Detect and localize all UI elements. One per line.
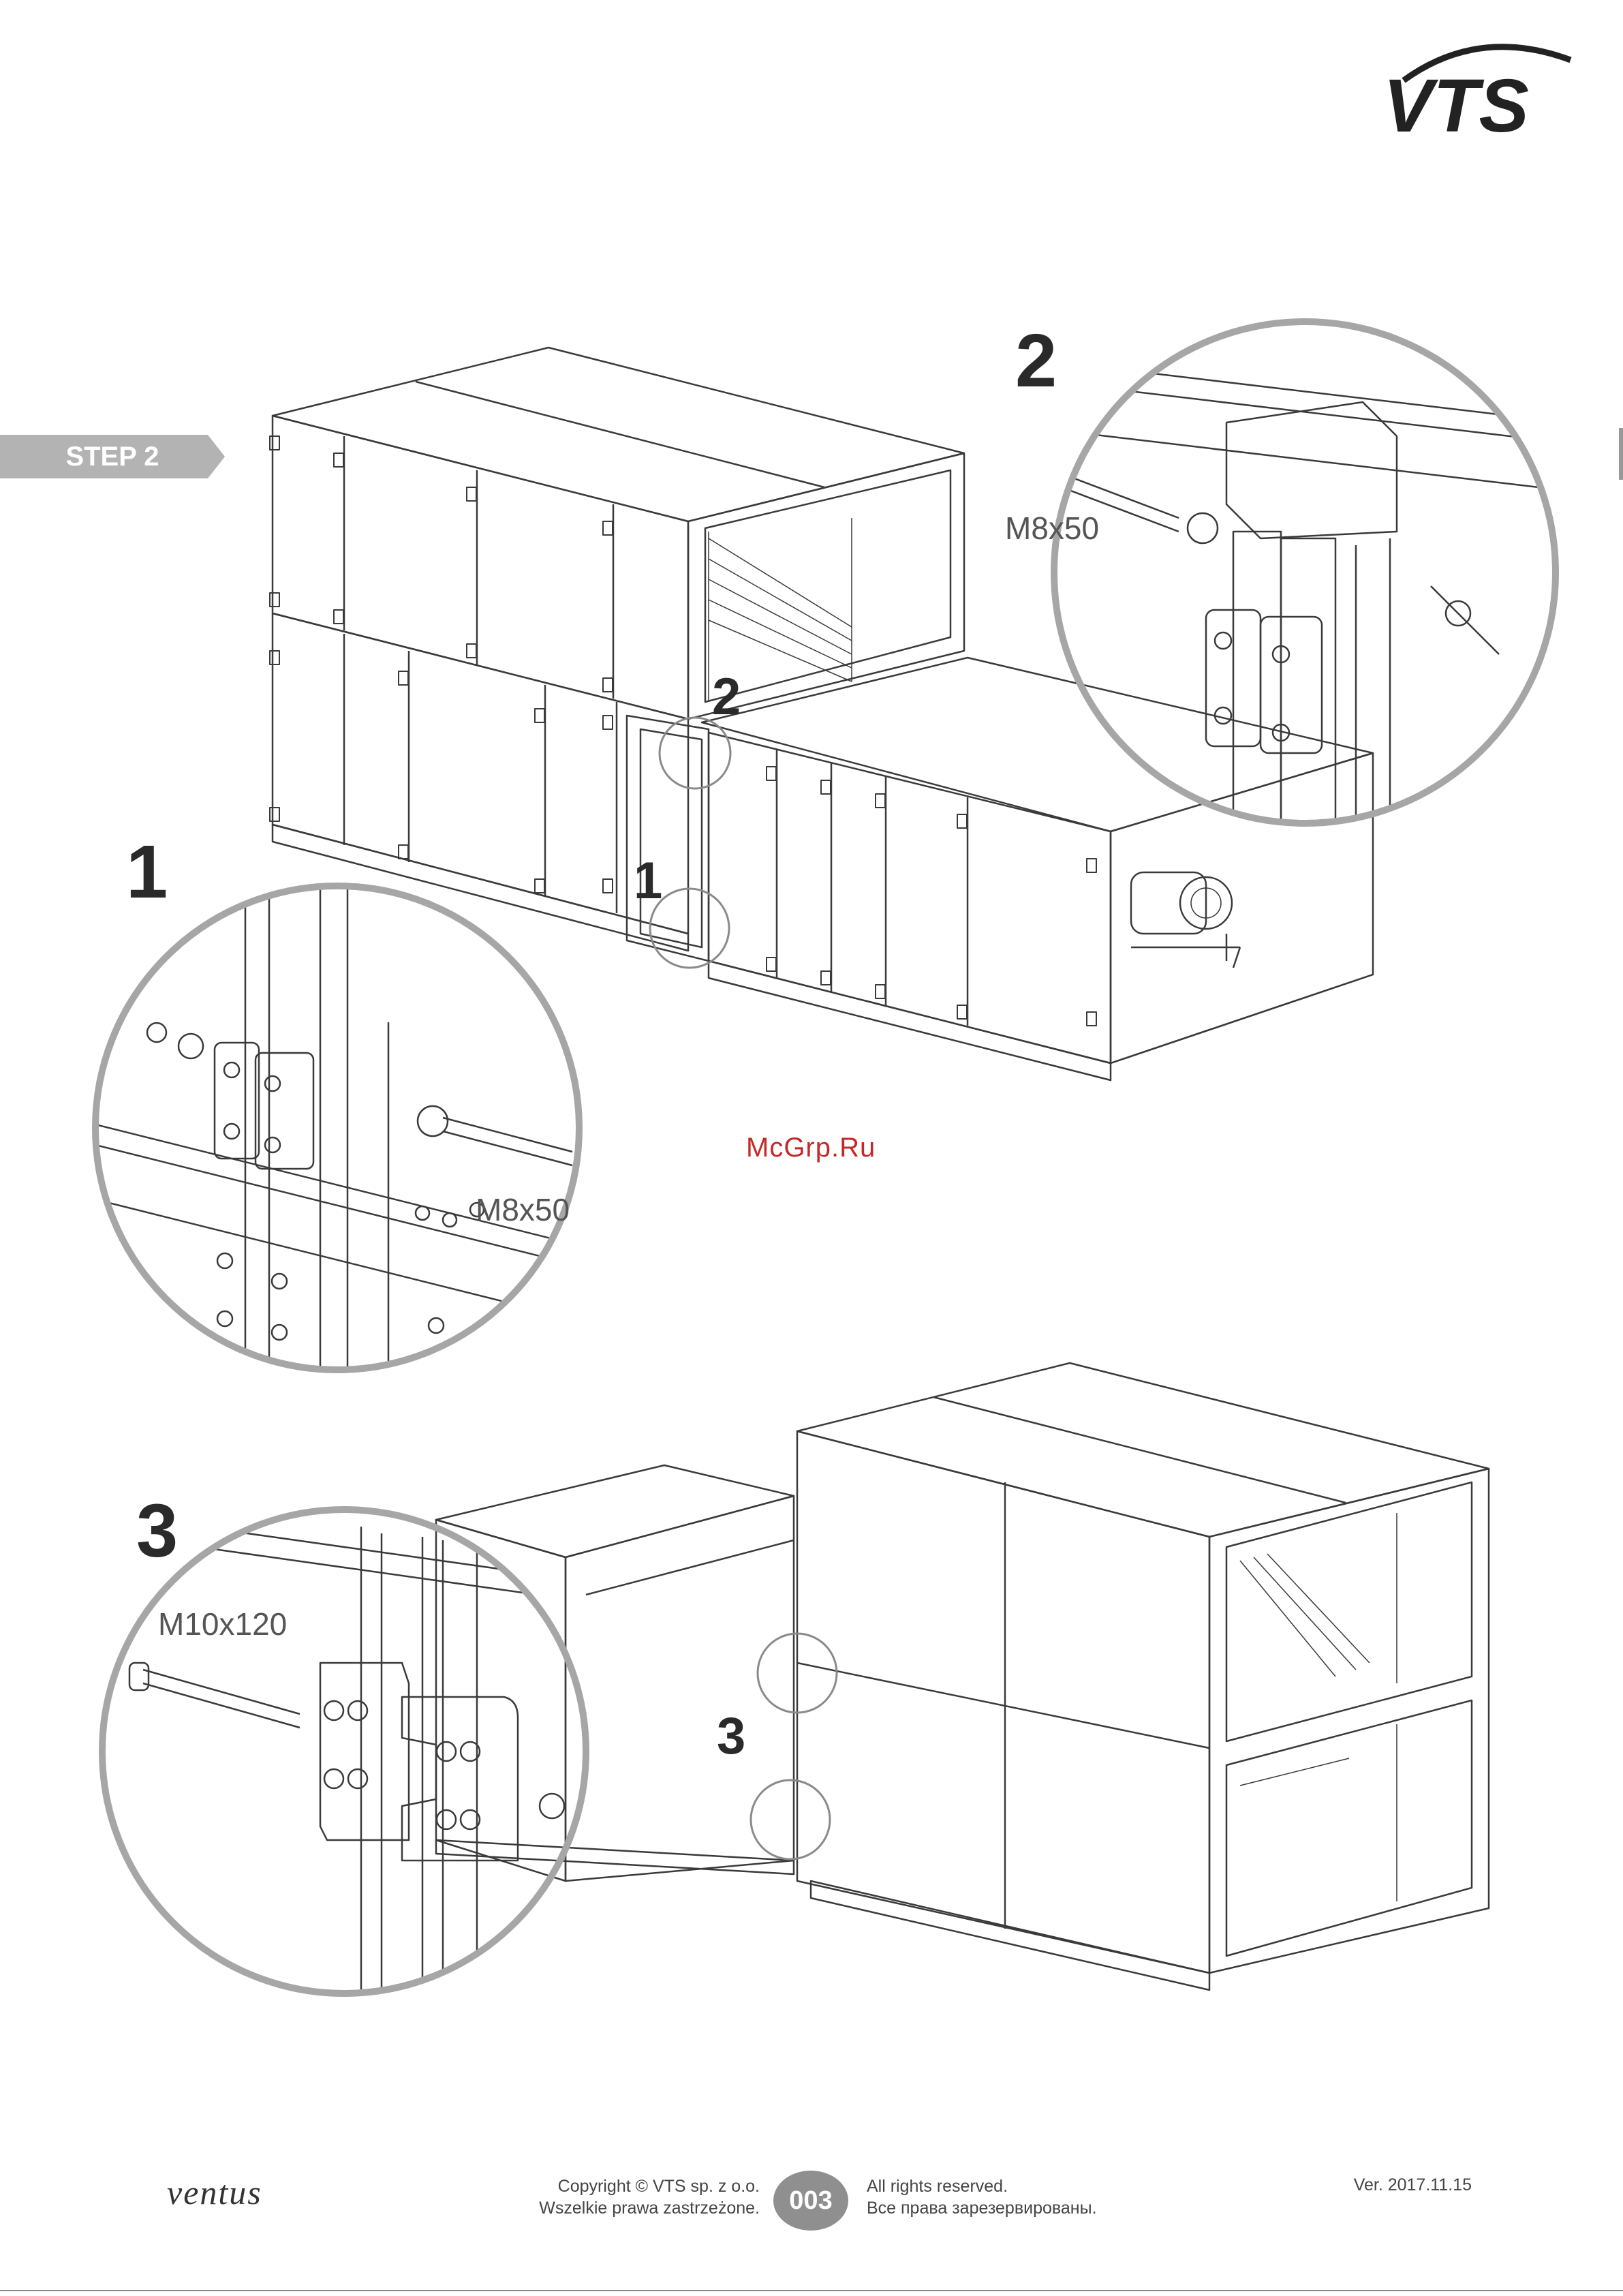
bottom-rule: [0, 2290, 1623, 2291]
detail-circle-3: [102, 1510, 586, 2004]
marker-2-number: 2: [712, 671, 741, 723]
detail-3-bolt-label: M10x120: [158, 1608, 287, 1640]
copyright-line-2: Wszelkie prawa zastrzeżone.: [477, 2197, 760, 2219]
rights-line-1: All rights reserved.: [867, 2175, 1180, 2197]
marker-1-number: 1: [634, 855, 662, 907]
detail-2-bolt-label: M8x50: [1005, 512, 1099, 544]
detail-circle-1: [95, 886, 586, 1377]
detail-circle-2: [1049, 322, 1567, 831]
rights-line-2: Все права зарезервированы.: [867, 2197, 1180, 2219]
detail-3-number: 3: [136, 1494, 178, 1569]
page-number-badge: 003: [773, 2171, 848, 2231]
product-brand: ventus: [167, 2173, 262, 2212]
upper-unit: [270, 348, 1373, 1080]
watermark: McGrp.Ru: [746, 1133, 876, 1163]
detail-2-number: 2: [1015, 324, 1057, 399]
detail-1-number: 1: [126, 835, 168, 910]
copyright-line-1: Copyright © VTS sp. z o.o.: [477, 2175, 760, 2197]
version-label: Ver. 2017.11.15: [1322, 2175, 1472, 2195]
copyright-block: Copyright © VTS sp. z o.o. Wszelkie praw…: [477, 2175, 760, 2219]
detail-1-bolt-label: M8x50: [476, 1194, 570, 1225]
rights-block: All rights reserved. Все права зарезерви…: [867, 2175, 1180, 2219]
marker-3-number: 3: [717, 1711, 745, 1762]
lower-unit: [436, 1363, 1489, 1990]
